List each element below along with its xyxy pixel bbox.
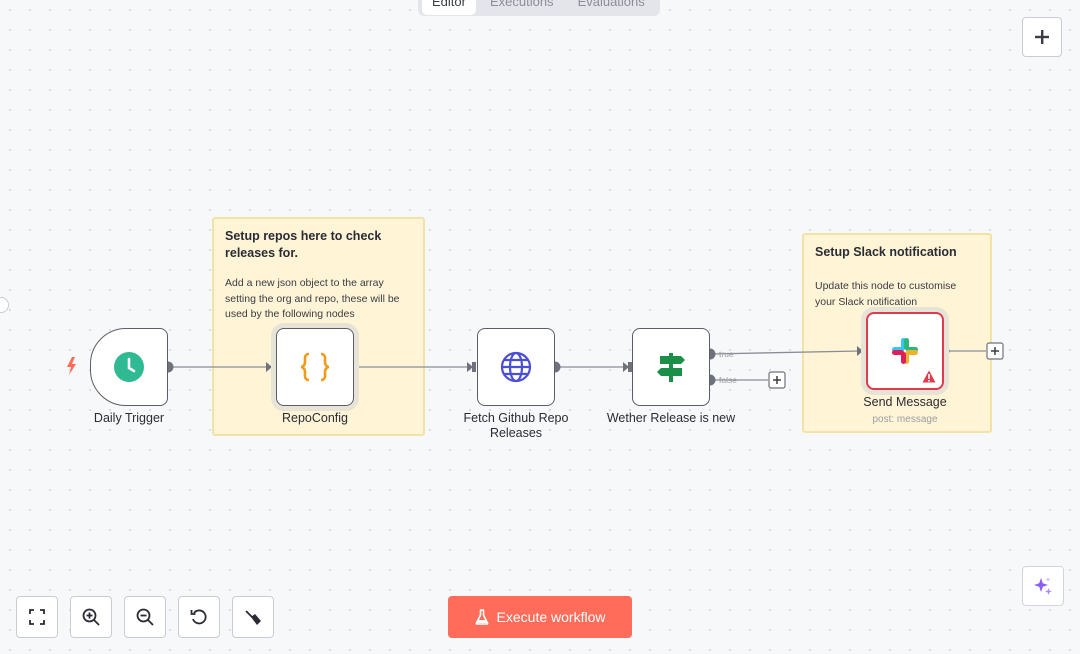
- slack-icon: [892, 338, 918, 364]
- node-daily-trigger[interactable]: [90, 328, 168, 406]
- arrow-head: [623, 362, 629, 372]
- plus-icon: [1035, 30, 1049, 44]
- sparkle-icon: [1034, 577, 1052, 595]
- sticky-body: Add a new json object to the array setti…: [225, 277, 400, 320]
- fit-view-icon: [29, 609, 45, 625]
- warning-icon: [922, 370, 936, 383]
- node-send-message[interactable]: [866, 312, 944, 390]
- node-label: RepoConfig: [281, 411, 349, 425]
- sticky-title: Setup Slack notification: [815, 245, 957, 259]
- edge-label-true: true: [719, 349, 734, 359]
- tab-evaluations[interactable]: Evaluations: [577, 0, 645, 9]
- execute-workflow-button[interactable]: Execute workflow: [448, 596, 632, 638]
- lightning-icon: [67, 357, 76, 375]
- zoom-in-icon: [82, 608, 100, 626]
- node-label: Wether Release is new: [606, 411, 736, 425]
- ask-ai-button[interactable]: [1022, 566, 1064, 606]
- view-tabs: Editor Executions Evaluations: [418, 0, 660, 16]
- zoom-in-button[interactable]: [70, 596, 112, 638]
- clock-icon: [114, 352, 144, 382]
- arrow-head: [467, 362, 473, 372]
- node-label: Daily Trigger: [93, 411, 165, 425]
- sticky-body: Update this node to customise your Slack…: [815, 280, 957, 308]
- node-repo-config[interactable]: [276, 328, 354, 406]
- execute-workflow-label: Execute workflow: [496, 609, 606, 625]
- tab-editor[interactable]: Editor: [422, 0, 476, 15]
- zoom-to-fit-button[interactable]: [16, 596, 58, 638]
- canvas-controls: [16, 596, 274, 638]
- add-false-branch-button: [768, 371, 786, 389]
- node-fetch-releases[interactable]: [477, 328, 555, 406]
- code-braces-icon: [300, 352, 330, 382]
- node-sublabel: post: message: [872, 414, 938, 425]
- undo-icon: [190, 609, 207, 625]
- edge-label-false: false: [719, 375, 737, 385]
- zoom-out-icon: [136, 608, 154, 626]
- collapsed-panel-handle[interactable]: [0, 297, 9, 313]
- node-label: Send Message: [863, 395, 947, 409]
- reset-zoom-button[interactable]: [178, 596, 220, 638]
- tidy-up-button[interactable]: [232, 596, 274, 638]
- flask-icon: [475, 609, 488, 625]
- node-label: Fetch Github Repo Releases: [463, 411, 569, 440]
- add-node-button[interactable]: [1022, 17, 1062, 57]
- sticky-title: Setup repos here to check releases for.: [225, 229, 382, 260]
- signpost-icon: [657, 353, 685, 382]
- node-if-release-new[interactable]: [632, 328, 710, 406]
- globe-icon: [500, 351, 532, 383]
- tab-executions[interactable]: Executions: [489, 0, 554, 9]
- zoom-out-button[interactable]: [124, 596, 166, 638]
- input-handle: [472, 362, 476, 372]
- broom-icon: [245, 610, 261, 625]
